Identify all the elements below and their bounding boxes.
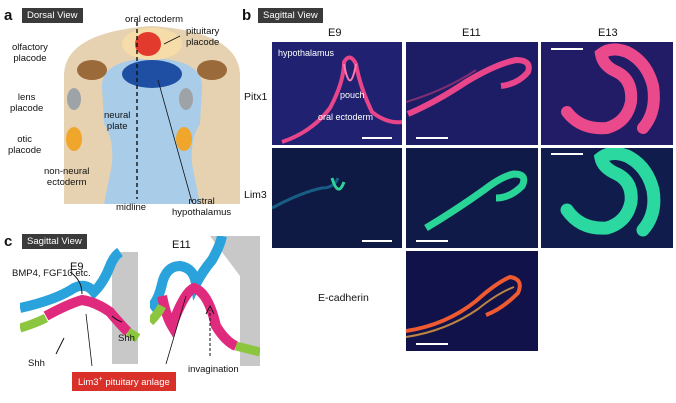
label-lens-placode: lens placode: [10, 92, 44, 114]
scale-bar: [416, 343, 448, 345]
oral-ectoderm-e9: [20, 313, 49, 333]
mesenchyme-e11: [210, 236, 260, 366]
annotation-hypothalamus: hypothalamus: [278, 48, 335, 58]
otic-placode-left: [66, 127, 82, 151]
scale-bar: [416, 240, 448, 242]
label-shh-right: Shh: [118, 333, 135, 344]
panel-c-tag: Sagittal View: [22, 234, 87, 249]
e9-sagittal-schematic: [20, 247, 140, 367]
label-shh-left: Shh: [28, 358, 45, 369]
dorsal-view-diagram: [64, 22, 240, 204]
micrograph-pitx1-e11: [406, 42, 538, 145]
olfactory-placode-left: [77, 60, 107, 80]
neural-ectoderm-e11: [150, 236, 227, 312]
annotation-pouch: pouch: [340, 90, 365, 100]
micrograph-lim3-e13: [541, 148, 673, 248]
oral-ectoderm-shape: [135, 32, 161, 56]
pituitary-anlage-e11: [157, 282, 239, 351]
pituitary-anlage-tag: Lim3+ pituitary anlage: [72, 372, 176, 392]
olfactory-placode-right: [197, 60, 227, 80]
lens-placode-left: [67, 88, 81, 110]
pituitary-anlage-e9: [43, 294, 132, 336]
micrograph-lim3-e11: [406, 148, 538, 248]
row-label-lim3: Lim3: [244, 189, 267, 201]
label-non-neural-ectoderm: non-neural ectoderm: [44, 166, 90, 188]
row-label-pitx1: Pitx1: [244, 91, 268, 103]
neural-ectoderm-e9: [20, 247, 123, 313]
label-olfactory-placode: olfactory placode: [12, 42, 48, 64]
label-oral-ectoderm: oral ectoderm: [125, 14, 184, 25]
scale-bar: [362, 240, 392, 242]
label-pituitary-placode: pituitary placode: [186, 26, 220, 48]
oral-ectoderm-e11: [150, 303, 167, 326]
panel-b-tag: Sagittal View: [258, 8, 323, 23]
column-header-e9: E9: [328, 27, 342, 39]
panel-c-letter: c: [4, 233, 13, 250]
scale-bar: [416, 137, 448, 139]
scale-bar: [551, 48, 583, 50]
label-otic-placode: otic placode: [8, 134, 42, 156]
otic-placode-right: [176, 127, 192, 151]
panel-a-tag: Dorsal View: [22, 8, 83, 23]
rostral-hypothalamus-shape: [122, 60, 182, 88]
label-rostral-hypothalamus: rostral hypothalamus: [172, 196, 232, 218]
row-label-e-cadherin: E-cadherin: [318, 292, 369, 304]
label-invagination: invagination: [188, 364, 239, 375]
mesenchyme-e9: [112, 252, 138, 364]
stage-label-e9: E9: [70, 261, 84, 273]
stage-label-e11: E11: [172, 239, 191, 251]
panel-b-letter: b: [242, 7, 252, 24]
panel-a-letter: a: [4, 7, 13, 24]
micrograph-e-cadherin-e11: [406, 251, 538, 351]
lens-placode-right: [179, 88, 193, 110]
micrograph-pitx1-e13: [541, 42, 673, 145]
scale-bar: [551, 153, 583, 155]
column-header-e11: E11: [462, 27, 481, 39]
anlage-sup: +: [98, 376, 103, 383]
anlage-marker: Lim3: [78, 377, 99, 389]
e11-sagittal-schematic: [150, 236, 260, 366]
label-midline: midline: [116, 202, 147, 213]
micrograph-lim3-e9: [272, 148, 402, 248]
annotation-oral-ectoderm: oral ectoderm: [318, 112, 374, 122]
scale-bar: [362, 137, 392, 139]
micrograph-pitx1-e9: hypothalamus pouch oral ectoderm: [272, 42, 402, 145]
column-header-e13: E13: [598, 27, 618, 39]
label-bmp4-fgf10: BMP4, FGF10 etc.: [12, 268, 91, 279]
anlage-rest: pituitary anlage: [102, 377, 170, 389]
neural-plate-shape: [102, 58, 202, 204]
label-neural-plate: neural plate: [104, 110, 131, 132]
